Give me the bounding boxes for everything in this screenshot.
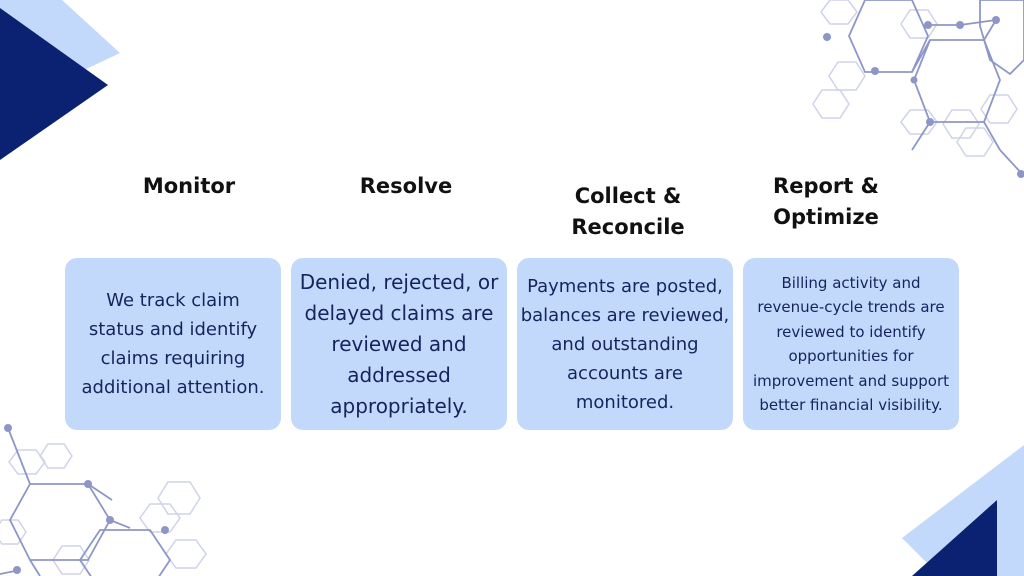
step-card-body: Billing activity and revenue-cycle trend… [753,273,949,415]
bottom-right-triangle-decoration [902,445,1024,576]
step-heading-collect-reconcile: Collect & Reconcile [571,184,685,239]
step-heading-monitor: Monitor [142,174,236,198]
step-card-monitor: We track claim status and identify claim… [65,258,281,430]
step-card-report-optimize: Billing activity and revenue-cycle trend… [743,258,959,430]
top-left-triangle-decoration [0,0,120,160]
step-card-resolve: Denied, rejected, or delayed claims are … [291,258,507,430]
step-card-body: We track claim status and identify claim… [81,290,265,398]
step-card-body: Denied, rejected, or delayed claims are … [299,269,499,418]
top-right-hexagon-network-icon [812,0,1024,178]
step-card-body: Payments are posted, balances are review… [520,275,730,413]
step-heading-report-optimize: Report & Optimize [773,174,879,229]
bottom-left-hexagon-network-icon [0,424,207,576]
step-card-collect-reconcile: Payments are posted, balances are review… [517,258,733,430]
step-heading-resolve: Resolve [359,174,453,198]
